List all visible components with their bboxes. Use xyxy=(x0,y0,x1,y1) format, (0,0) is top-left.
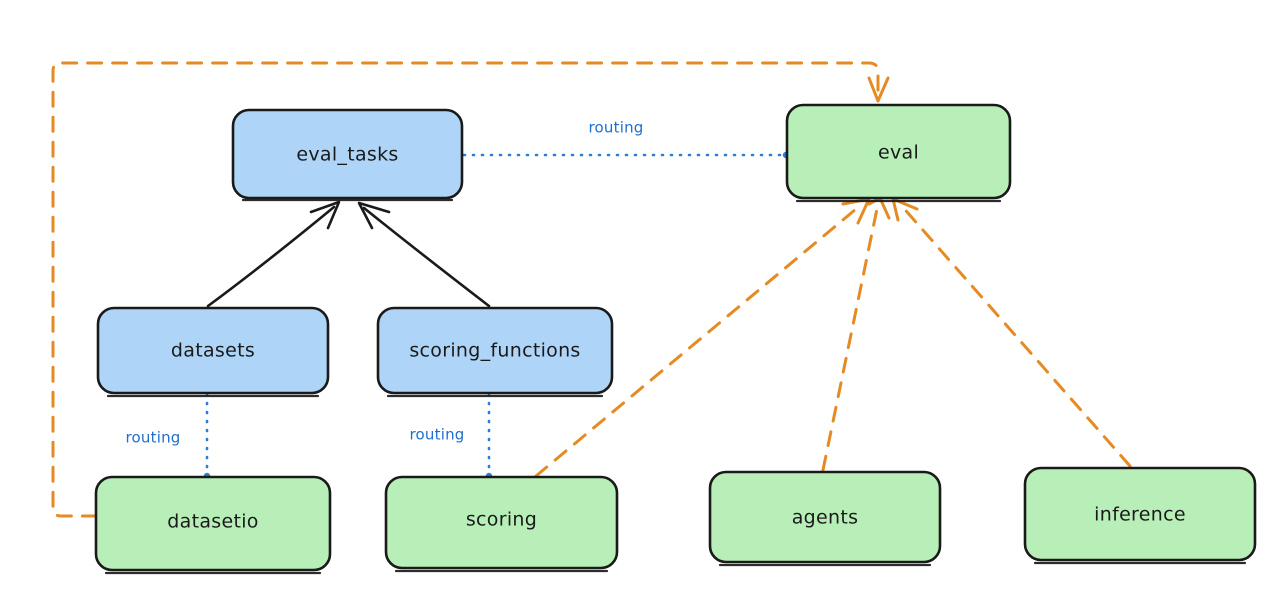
node-datasetio[interactable]: datasetio xyxy=(94,475,332,575)
node-scoring-functions-label: scoring_functions xyxy=(409,340,580,362)
arrow-head-eval-tasks-left xyxy=(309,200,341,230)
node-scoring-shape[interactable] xyxy=(384,475,619,570)
node-agents-shape[interactable] xyxy=(708,470,942,564)
node-eval-tasks-shape[interactable] xyxy=(231,108,464,200)
edge-label-routing-top: routing xyxy=(589,119,644,137)
arrow-head-eval-tasks-right xyxy=(357,201,391,230)
node-datasets-label: datasets xyxy=(171,340,255,362)
node-datasets-shape[interactable] xyxy=(96,306,330,395)
node-scoring-functions-shape[interactable] xyxy=(376,306,614,395)
edge-inference-to-eval xyxy=(891,197,1132,468)
node-inference-shape[interactable] xyxy=(1023,466,1257,562)
edge-label-routing-left: routing xyxy=(126,429,181,447)
node-agents[interactable]: agents xyxy=(708,470,942,567)
edge-scoring-functions-to-scoring: routing xyxy=(410,392,493,480)
node-eval[interactable]: eval xyxy=(785,103,1012,203)
node-scoring-functions[interactable]: scoring_functions xyxy=(376,306,614,398)
node-eval-tasks[interactable]: eval_tasks xyxy=(231,108,464,202)
arrow-head-eval-top xyxy=(867,76,890,103)
edge-scoring-functions-to-eval-tasks xyxy=(357,201,491,308)
edge-datasets-to-datasetio: routing xyxy=(126,392,211,480)
node-datasets[interactable]: datasets xyxy=(96,306,330,398)
edge-agents-to-eval xyxy=(821,196,891,472)
node-eval-shape[interactable] xyxy=(785,103,1012,200)
node-datasetio-label: datasetio xyxy=(167,511,258,533)
arrow-head-eval-bottom-3 xyxy=(891,197,919,222)
node-eval-tasks-label: eval_tasks xyxy=(296,144,398,166)
edge-datasets-to-eval-tasks xyxy=(206,200,341,308)
edge-label-routing-mid: routing xyxy=(410,426,465,444)
node-scoring[interactable]: scoring xyxy=(384,475,619,573)
node-agents-label: agents xyxy=(792,507,859,529)
node-datasetio-shape[interactable] xyxy=(94,475,332,572)
node-eval-label: eval xyxy=(878,142,919,164)
node-inference-label: inference xyxy=(1094,504,1186,526)
edge-eval-tasks-to-eval: routing xyxy=(462,119,790,159)
arrow-head-eval-bottom-1 xyxy=(841,197,871,225)
node-scoring-label: scoring xyxy=(466,509,537,531)
node-inference[interactable]: inference xyxy=(1023,466,1257,565)
edge-eval-to-datasetio xyxy=(51,61,890,518)
